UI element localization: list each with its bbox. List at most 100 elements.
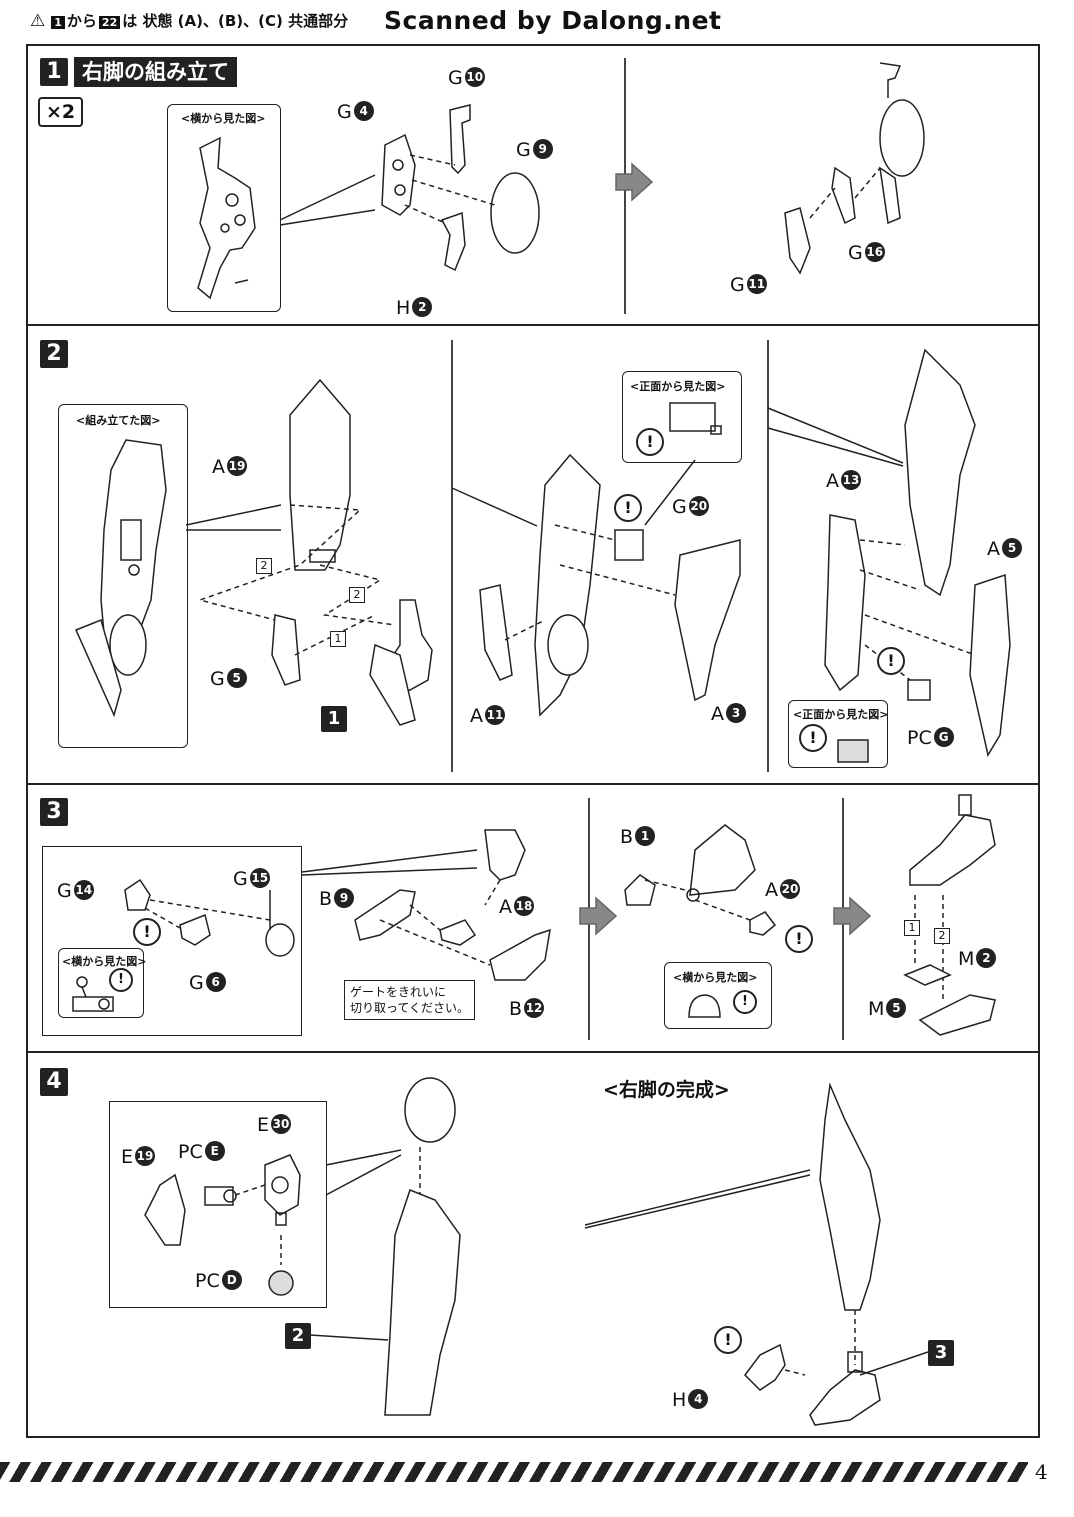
note-from: 1 bbox=[51, 16, 65, 29]
step-2-inset-label-front-b: <正面から見た図> bbox=[793, 708, 889, 721]
step-1-multiplier: ×2 bbox=[38, 97, 84, 127]
step-3-inset-drawing bbox=[124, 878, 295, 957]
step-2-inset-label-assembled: <組み立てた図> bbox=[76, 414, 161, 427]
step-2-divider-b bbox=[767, 340, 769, 772]
step-2-callout-lines-d bbox=[767, 407, 904, 467]
note-to: 22 bbox=[98, 16, 121, 29]
warning-icon-3b: ! bbox=[109, 968, 133, 992]
step-4-callout-lines-a bbox=[325, 1149, 402, 1196]
warning-icon-2d: ! bbox=[799, 724, 827, 752]
step-1-panel bbox=[28, 46, 1038, 326]
step-1-inset-drawing bbox=[197, 136, 256, 300]
step-4-complete-leg-drawing bbox=[809, 1082, 881, 1426]
step-3-side-view-drawing-b bbox=[688, 994, 721, 1018]
step-3-right-drawing bbox=[903, 794, 996, 1036]
step-2-front-view-drawing-a bbox=[669, 402, 722, 435]
step-2-inset-label-front-a: <正面から見た図> bbox=[630, 380, 726, 393]
footer-stripe bbox=[0, 1462, 1028, 1482]
step-1-callout-lines bbox=[279, 174, 376, 226]
warning-icon-2c: ! bbox=[877, 647, 905, 675]
warning-triangle-icon: ⚠ bbox=[30, 11, 46, 31]
step-4-leg-drawing bbox=[384, 1077, 461, 1416]
step-4-inset-drawing bbox=[144, 1154, 301, 1296]
step-2-assembled-drawing bbox=[74, 439, 167, 718]
step-3-callout-lines-a bbox=[301, 849, 478, 876]
step-3-parts-drawing bbox=[354, 829, 551, 981]
note-prefix: から bbox=[66, 12, 97, 30]
step-4-number: 4 bbox=[40, 1068, 68, 1096]
warning-icon-3d: ! bbox=[733, 990, 757, 1014]
step-2-subnum-2a: 2 bbox=[256, 558, 272, 574]
step-2-callout-lines-c bbox=[644, 459, 696, 526]
watermark: Scanned by Dalong.net bbox=[384, 6, 722, 35]
step-4-h4-part-drawing bbox=[744, 1343, 806, 1391]
step-4-ref-line-b bbox=[859, 1351, 929, 1376]
step-4-ref-step-3: 3 bbox=[928, 1340, 954, 1366]
step-2-callout-lines-a bbox=[185, 504, 282, 531]
step-3-subnum-2: 2 bbox=[934, 928, 950, 944]
step-2-exploded-drawing bbox=[197, 378, 433, 726]
step-1-number: 1 bbox=[40, 58, 68, 86]
step-2-ref-step-1: 1 bbox=[321, 706, 347, 732]
warning-icon-2b: ! bbox=[614, 494, 642, 522]
step-3-inset-label-side-b: <横から見た図> bbox=[673, 971, 758, 984]
step-3-next-arrow-icon-a bbox=[579, 896, 618, 936]
step-2-middle-drawing bbox=[479, 453, 741, 717]
complete-label: <右脚の完成> bbox=[603, 1079, 730, 1101]
step-1-title: 右脚の組み立て bbox=[74, 57, 237, 87]
step-1-parts-drawing bbox=[381, 104, 540, 272]
step-1-side-view-inset bbox=[167, 104, 281, 312]
step-4-callout-lines-b bbox=[584, 1169, 811, 1229]
step-2-front-view-drawing-b bbox=[837, 739, 869, 763]
step-3-panel bbox=[28, 785, 1038, 1053]
page-number: 4 bbox=[1035, 1460, 1048, 1484]
warning-icon-3c: ! bbox=[785, 925, 813, 953]
step-2-callout-lines-b bbox=[451, 487, 538, 527]
step-3-inset-label-side-a: <横から見た図> bbox=[62, 955, 147, 968]
step-3-side-view-drawing-a bbox=[72, 976, 114, 1012]
step-2-subnum-1: 1 bbox=[330, 631, 346, 647]
step-4-ref-step-2: 2 bbox=[285, 1323, 311, 1349]
step-2-number: 2 bbox=[40, 340, 68, 368]
note-text: は 状態 (A)、(B)、(C) 共通部分 bbox=[122, 12, 349, 30]
step-2-subnum-2b: 2 bbox=[349, 587, 365, 603]
step-3-number: 3 bbox=[40, 798, 68, 826]
step-2-panel bbox=[28, 326, 1038, 785]
warning-icon-4a: ! bbox=[714, 1326, 742, 1354]
step-3-gate-note: ゲートをきれいに 切り取ってください。 bbox=[344, 980, 476, 1020]
step-3-subnum-1: 1 bbox=[904, 920, 920, 936]
step-1-next-arrow-icon bbox=[615, 162, 654, 202]
step-1-inset-label: <横から見た図> bbox=[181, 112, 266, 125]
step-3-middle-drawing bbox=[624, 824, 777, 936]
step-2-right-drawing bbox=[824, 348, 1011, 757]
